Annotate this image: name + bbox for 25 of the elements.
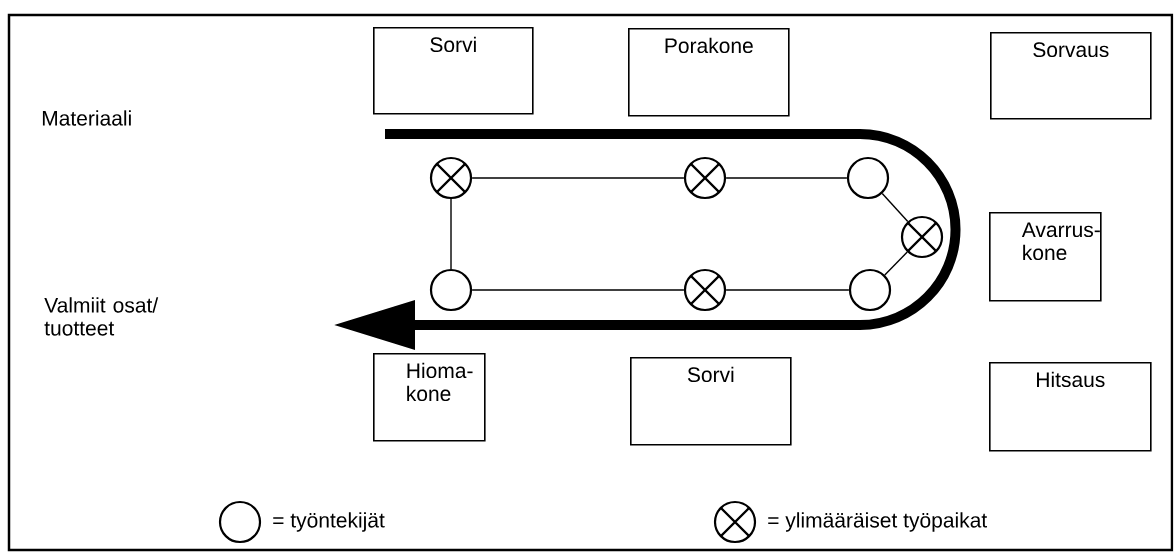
- connector-line: [471, 289, 685, 291]
- machine-box: Sorvaus: [990, 32, 1152, 120]
- machine-box: Hioma- kone: [373, 353, 486, 442]
- machine-box: Porakone: [628, 28, 790, 117]
- workstation-symbol: [900, 215, 944, 259]
- workstation-symbol: [683, 268, 727, 312]
- machine-box: Sorvi: [630, 357, 792, 446]
- worker-symbol: [846, 156, 890, 200]
- connector-line: [725, 177, 848, 179]
- worker-symbol: [429, 268, 473, 312]
- connector-line: [884, 251, 908, 276]
- machine-box: Hitsaus: [989, 362, 1152, 452]
- machine-box: Avarrus- kone: [989, 212, 1102, 302]
- workstation-symbol: [429, 156, 473, 200]
- legend-text: = ylimääräiset työpaikat: [768, 512, 987, 532]
- flow-label: Materiaali: [42, 110, 131, 126]
- connector-line: [725, 289, 850, 291]
- connector-line: [471, 177, 685, 179]
- worker-symbol: [848, 268, 892, 312]
- workstation-symbol: [683, 156, 727, 200]
- connector-line: [450, 198, 452, 270]
- flow-label: Valmiit osat/ tuotteet: [44, 297, 159, 336]
- connector-line: [881, 192, 909, 223]
- legend-text: = työntekijät: [273, 512, 385, 532]
- machine-box: Sorvi: [373, 27, 534, 115]
